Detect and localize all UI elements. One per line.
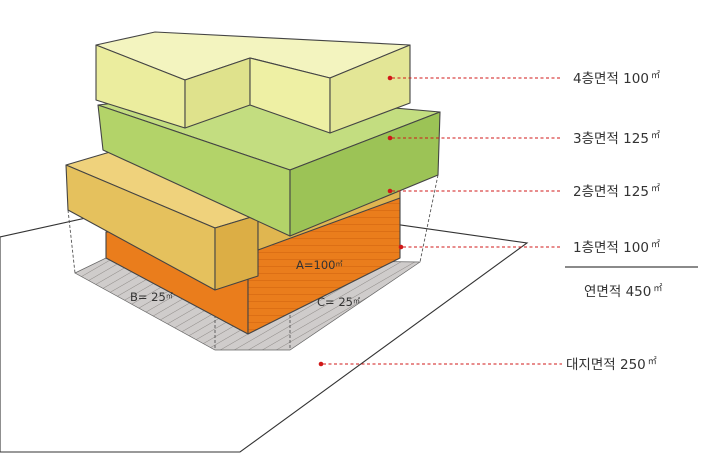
floor-4-marker	[387, 75, 393, 81]
floor-3-marker	[387, 135, 393, 141]
floor-4-block	[95, 31, 411, 134]
leaders	[318, 75, 562, 367]
label-a: A=100㎡	[296, 258, 342, 272]
label-b: B= 25㎡	[130, 290, 173, 304]
floor-3-side-face	[289, 111, 441, 237]
floor-2-marker	[387, 188, 393, 194]
floor-2-end-face	[214, 214, 259, 291]
site-marker	[318, 361, 324, 367]
floor-4-side-face	[329, 44, 411, 134]
floor-1-marker	[398, 244, 404, 250]
label-c: C= 25㎡	[317, 295, 360, 309]
